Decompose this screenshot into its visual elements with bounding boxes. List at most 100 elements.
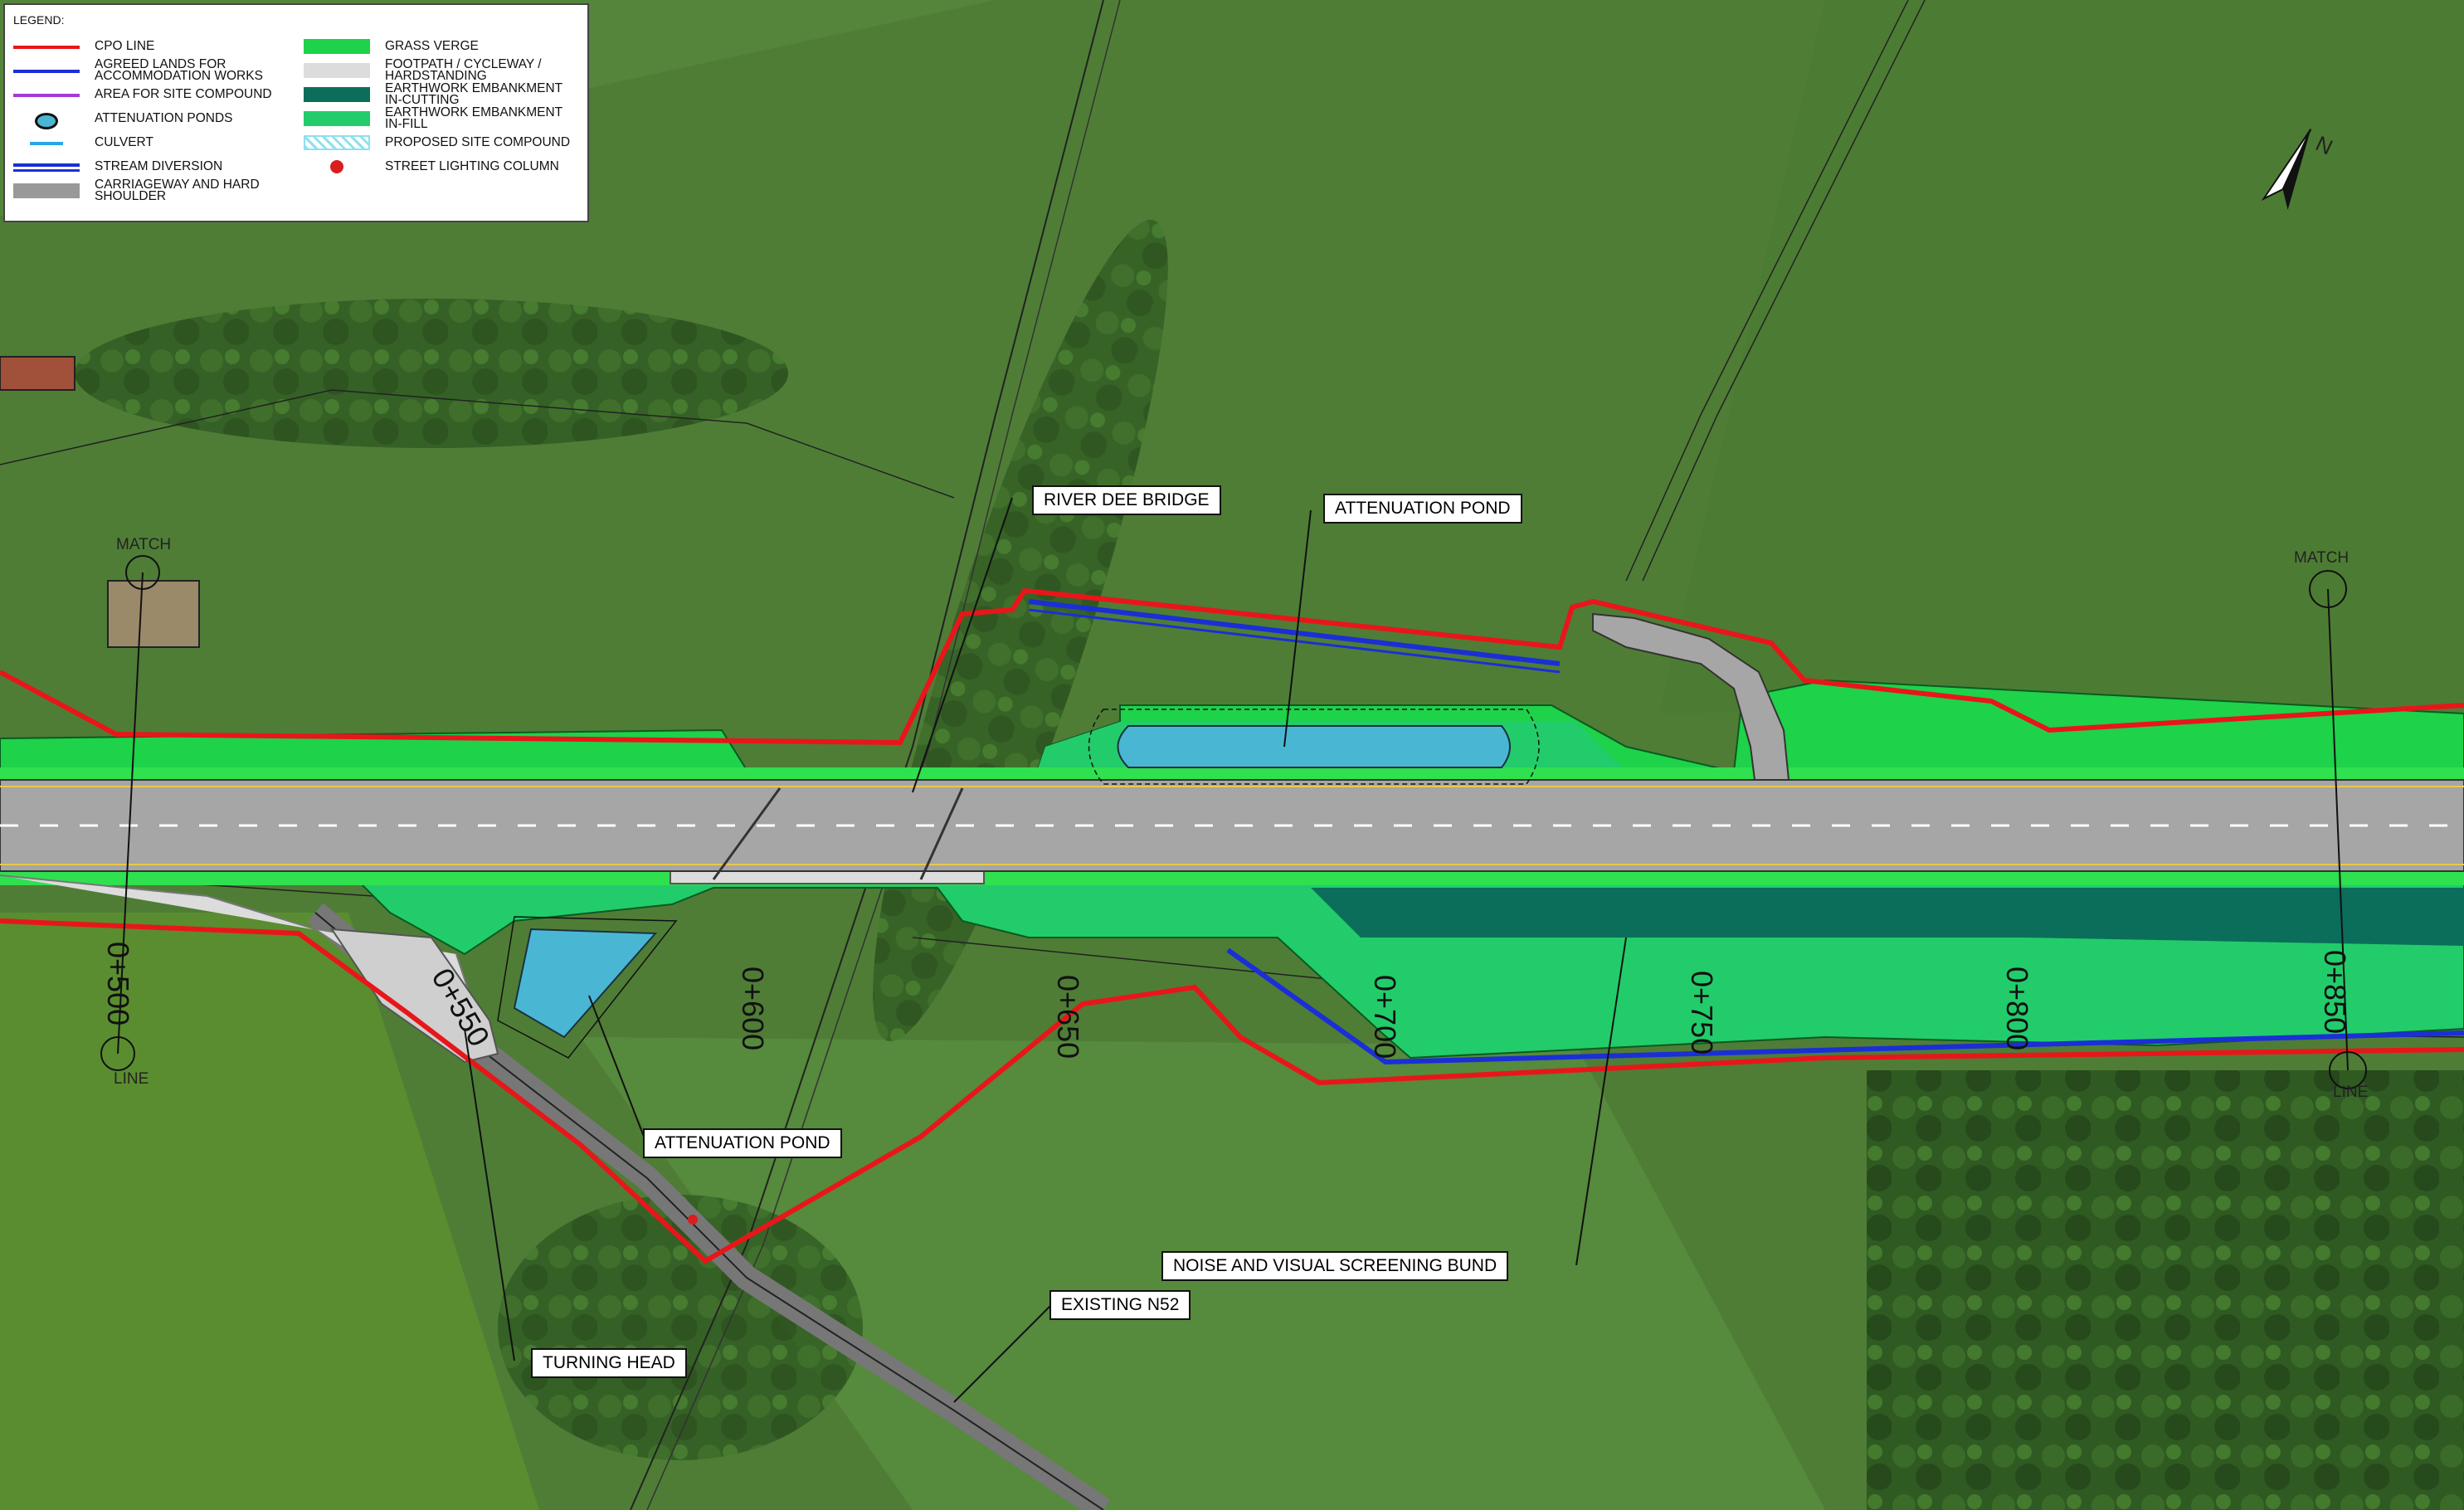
legend-item: AREA FOR SITE COMPOUND — [13, 85, 272, 105]
legend-label: PROPOSED SITE COMPOUND — [385, 135, 571, 149]
trees-north-west — [75, 299, 788, 448]
field-south-west — [0, 913, 539, 1510]
legend-item: CPO LINE — [13, 37, 154, 56]
legend-swatch — [13, 135, 80, 150]
field-boundary — [1625, 0, 1909, 582]
leader-noise-bund — [1575, 937, 1627, 1266]
legend-item: CARRIAGEWAY AND HARD SHOULDER — [13, 178, 260, 203]
match-line-top-label: MATCH — [116, 536, 172, 553]
attenuation-pond-north-outline — [1088, 709, 1540, 785]
legend-item: PROPOSED SITE COMPOUND — [304, 133, 570, 153]
legend-label: EARTHWORK EMBANKMENT IN-FILL — [385, 105, 563, 131]
legend-item: STREAM DIVERSION — [13, 157, 222, 177]
turning-head — [330, 928, 499, 1064]
legend-item: FOOTPATH / CYCLEWAY / HARDSTANDING — [304, 57, 542, 83]
stream-diversion-north — [1028, 599, 1561, 666]
legend-swatch — [304, 87, 370, 102]
legend-swatch — [304, 63, 370, 78]
chainage-label: 0+650 — [1051, 975, 1085, 1059]
stream-diversion-north — [1028, 608, 1561, 674]
bridge-deck-line — [712, 787, 782, 880]
attenuation-pond-south-outline — [497, 916, 678, 1059]
label-attenuation-pond-south: ATTENUATION POND — [643, 1128, 842, 1158]
match-line-marker — [2329, 1051, 2367, 1089]
match-line-bottom-label: LINE — [114, 1070, 149, 1088]
chainage-label: 0+750 — [1685, 971, 1719, 1055]
match-line-marker — [100, 1036, 135, 1071]
field-boundary — [630, 0, 1104, 1510]
legend-item: ATTENUATION PONDS — [13, 109, 233, 129]
legend-item: CULVERT — [13, 133, 153, 153]
match-line — [117, 572, 144, 1055]
legend-label: CULVERT — [95, 135, 153, 149]
legend: LEGEND: CPO LINE AGREED LANDS FOR ACCOMMO… — [3, 3, 589, 222]
legend-item: GRASS VERGE — [304, 37, 479, 56]
legend-swatch — [13, 94, 80, 97]
legend-label: ATTENUATION PONDS — [95, 111, 233, 125]
legend-item: STREET LIGHTING COLUMN — [304, 157, 559, 177]
cpo-line — [0, 918, 2464, 1264]
legend-swatch — [304, 111, 370, 126]
grass-verge-strip-north — [0, 767, 2464, 782]
chainage-label: 0+850 — [2318, 950, 2352, 1035]
attenuation-pond-north — [1117, 725, 1511, 768]
leader-attenuation-pond-south — [588, 995, 648, 1146]
stream-diversion-south — [1226, 947, 2464, 1065]
bridge-deck-line — [919, 787, 964, 880]
trees-south-east — [1867, 1070, 2464, 1510]
legend-title: LEGEND: — [13, 13, 65, 27]
leader-attenuation-pond-north — [1283, 509, 1312, 748]
north-arrow-icon — [2261, 129, 2312, 211]
legend-swatch — [13, 46, 80, 49]
attenuation-pond-south — [513, 928, 658, 1039]
legend-swatch — [13, 111, 80, 129]
leader-existing-n52 — [953, 1302, 1054, 1403]
match-line-marker — [2309, 570, 2347, 608]
chainage-label: 0+800 — [2000, 967, 2034, 1051]
legend-label: STREAM DIVERSION — [95, 159, 223, 173]
match-line-bottom-label: LINE — [2333, 1084, 2369, 1101]
match-line-top-label: MATCH — [2294, 549, 2350, 567]
legend-label: AREA FOR SITE COMPOUND — [95, 87, 272, 101]
match-line — [2327, 588, 2349, 1071]
leader-turning-head — [464, 1028, 515, 1361]
legend-swatch — [304, 135, 370, 150]
legend-swatch — [304, 39, 370, 54]
leader-river-dee-bridge — [912, 497, 1013, 793]
legend-label: STREET LIGHTING COLUMN — [385, 159, 559, 173]
label-attenuation-pond-north: ATTENUATION POND — [1323, 494, 1522, 524]
chainage-label: 0+500 — [101, 942, 135, 1026]
legend-label: FOOTPATH / CYCLEWAY / HARDSTANDING — [385, 57, 542, 83]
field-boundary — [646, 0, 1121, 1510]
legend-label: AGREED LANDS FOR ACCOMMODATION WORKS — [95, 57, 263, 83]
cpo-line — [0, 587, 2464, 746]
label-turning-head: TURNING HEAD — [531, 1348, 687, 1378]
label-river-dee-bridge: RIVER DEE BRIDGE — [1032, 485, 1221, 515]
field-boundary — [1642, 0, 1926, 582]
match-line-marker — [125, 555, 160, 590]
chainage-label: 0+700 — [1368, 975, 1402, 1059]
trees-south — [498, 1195, 863, 1460]
legend-label: GRASS VERGE — [385, 39, 479, 53]
legend-label: CARRIAGEWAY AND HARD SHOULDER — [95, 178, 260, 203]
building — [0, 356, 75, 391]
field-north-east — [1659, 0, 2464, 714]
legend-label: CPO LINE — [95, 39, 155, 53]
building — [107, 580, 200, 648]
legend-swatch — [13, 163, 80, 172]
legend-swatch — [13, 183, 80, 198]
legend-label: EARTHWORK EMBANKMENT IN-CUTTING — [385, 81, 563, 107]
legend-swatch — [13, 70, 80, 73]
legend-item: EARTHWORK EMBANKMENT IN-CUTTING — [304, 81, 563, 107]
label-noise-bund: NOISE AND VISUAL SCREENING BUND — [1161, 1251, 1509, 1281]
street-lighting-column — [688, 1215, 698, 1225]
legend-swatch — [304, 159, 370, 174]
label-existing-n52: EXISTING N52 — [1049, 1290, 1191, 1320]
earthwork-in-cutting — [1311, 888, 2464, 946]
chainage-label: 0+600 — [736, 967, 770, 1051]
legend-item: EARTHWORK EMBANKMENT IN-FILL — [304, 105, 563, 131]
field-boundary — [0, 389, 955, 499]
legend-item: AGREED LANDS FOR ACCOMMODATION WORKS — [13, 57, 263, 83]
